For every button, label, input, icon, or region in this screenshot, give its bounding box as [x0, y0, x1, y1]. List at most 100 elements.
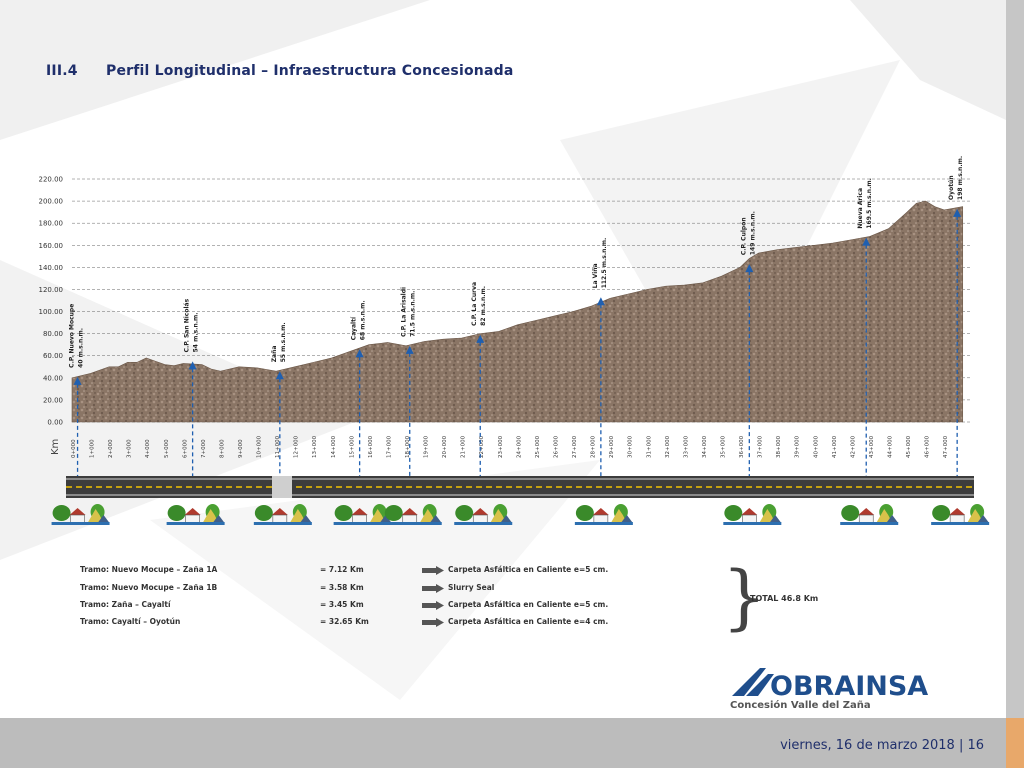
- y-tick-label: 100.00: [39, 308, 64, 316]
- arrow-right-icon: [422, 618, 444, 627]
- roof-shape: [184, 508, 201, 515]
- waypoint-elevation: 71.5 m.s.n.m.: [410, 291, 417, 337]
- segment-surface-3: Carpeta Asfáltica en Caliente e=5 cm.: [448, 600, 609, 609]
- house-shape: [858, 514, 874, 524]
- mountain-shape: [212, 515, 225, 523]
- water-strip: [383, 522, 442, 525]
- x-tick-label: 7+000: [201, 439, 207, 458]
- mountain-shape: [299, 515, 312, 523]
- village-icon: [723, 504, 782, 525]
- x-tick-label: 36+000: [739, 435, 745, 458]
- x-tick-label: 5+000: [164, 439, 170, 458]
- x-tick-label: 11+000: [275, 435, 281, 458]
- x-tick-label: 18+000: [405, 435, 411, 458]
- mountain-shape: [769, 515, 782, 523]
- mountain-shape: [886, 515, 899, 523]
- tree-shape: [575, 505, 594, 521]
- waypoint-arrow-icon: [596, 297, 605, 306]
- x-tick-label: 30+000: [628, 435, 634, 458]
- waypoint-elevation: 112.5 m.s.n.m.: [601, 238, 608, 289]
- x-tick-label: 38+000: [776, 435, 782, 458]
- tree-shape: [724, 505, 743, 521]
- house-shape: [742, 514, 757, 524]
- mountain-shape: [429, 515, 442, 523]
- tree-shape: [455, 505, 474, 521]
- roof-shape: [401, 508, 418, 515]
- waypoint-name: Oyotún: [948, 175, 955, 200]
- x-tick-label: 3+000: [127, 439, 133, 458]
- section-number: III.4: [46, 63, 78, 79]
- water-strip: [931, 522, 990, 525]
- x-tick-label: 2+000: [108, 439, 114, 458]
- roof-shape: [472, 508, 489, 515]
- x-tick-label: 27+000: [572, 435, 578, 458]
- segment-surface-1: Carpeta Asfáltica en Caliente e=5 cm.: [448, 565, 609, 574]
- y-tick-label: 0.00: [47, 419, 63, 427]
- x-tick-label: 14+000: [331, 435, 337, 458]
- mountain-shape: [202, 509, 219, 523]
- x-tick-label: 43+000: [869, 435, 875, 458]
- water-strip: [166, 522, 225, 525]
- segment-length-3: = 3.45 Km: [320, 600, 364, 609]
- terrain-profile-area: [71, 200, 964, 423]
- x-tick-label: 37+000: [758, 435, 764, 458]
- waypoint-elevation: 68 m.s.n.m.: [360, 300, 367, 340]
- waypoint-arrow-icon: [953, 208, 962, 217]
- mountain-shape: [977, 515, 990, 523]
- mountain-shape: [379, 515, 392, 523]
- tree-shape: [932, 505, 951, 521]
- waypoint-arrow-icon: [355, 349, 364, 358]
- tree-shape: [334, 505, 353, 521]
- village-icon: [840, 504, 899, 525]
- house-shape: [352, 514, 367, 524]
- waypoint-arrow-icon: [73, 376, 82, 385]
- waypoint-elevation: 198 m.s.n.m.: [957, 156, 964, 200]
- logo-wordmark: OBRAINSA: [770, 671, 928, 702]
- waypoint-arrow-icon: [745, 264, 754, 273]
- mountain-shape: [610, 509, 627, 523]
- roof-shape: [69, 508, 86, 515]
- water-strip: [574, 522, 633, 525]
- x-tick-label: 1+000: [90, 439, 96, 458]
- logo-subtitle: Concesión Valle del Zaña: [730, 700, 871, 711]
- y-tick-label: 40.00: [43, 374, 63, 382]
- x-tick-label: 29+000: [609, 435, 615, 458]
- total-length: TOTAL 46.8 Km: [750, 594, 819, 603]
- village-icon: [931, 504, 990, 525]
- x-tick-label: 21+000: [461, 435, 467, 458]
- x-tick-label: 31+000: [646, 435, 652, 458]
- waypoint-name: Nueva Arica: [857, 188, 864, 229]
- footer-date-page: viernes, 16 de marzo 2018 | 16: [780, 738, 984, 753]
- obrainsa-logo: OBRAINSA: [732, 668, 928, 702]
- house-shape: [593, 514, 609, 524]
- x-tick-label: 6+000: [182, 439, 188, 458]
- x-tick-label: 4+000: [145, 439, 151, 458]
- roof-shape: [858, 508, 875, 515]
- mountain-shape: [87, 509, 104, 523]
- segment-length-2: = 3.58 Km: [320, 583, 364, 592]
- x-tick-label: 19+000: [424, 435, 430, 458]
- right-accent-bar: [1006, 0, 1024, 768]
- x-tick-label: 28+000: [591, 435, 597, 458]
- x-tick-label: 23+000: [498, 435, 504, 458]
- x-tick-label: 10+000: [257, 435, 263, 458]
- tree-shape: [254, 505, 273, 521]
- x-tick-label: 33+000: [683, 435, 689, 458]
- x-tick-label: 44+000: [887, 435, 893, 458]
- tree-shape: [384, 505, 403, 521]
- water-strip: [253, 522, 312, 525]
- segment-name-3: Tramo: Zaña – Cayaltí: [80, 600, 171, 609]
- mountain-shape: [500, 515, 513, 523]
- y-tick-label: 140.00: [39, 264, 64, 272]
- x-tick-label: 25+000: [535, 435, 541, 458]
- x-tick-label: 17+000: [386, 435, 392, 458]
- mountain-shape: [876, 509, 893, 523]
- x-tick-label: 26+000: [553, 435, 559, 458]
- roof-shape: [741, 508, 758, 515]
- mountain-shape: [369, 509, 386, 523]
- waypoint-arrow-icon: [188, 361, 197, 370]
- y-tick-label: 120.00: [39, 286, 64, 294]
- segment-name-1: Tramo: Nuevo Mocupe – Zaña 1A: [80, 565, 218, 574]
- waypoint-arrow-icon: [476, 334, 485, 343]
- roof-shape: [592, 508, 609, 515]
